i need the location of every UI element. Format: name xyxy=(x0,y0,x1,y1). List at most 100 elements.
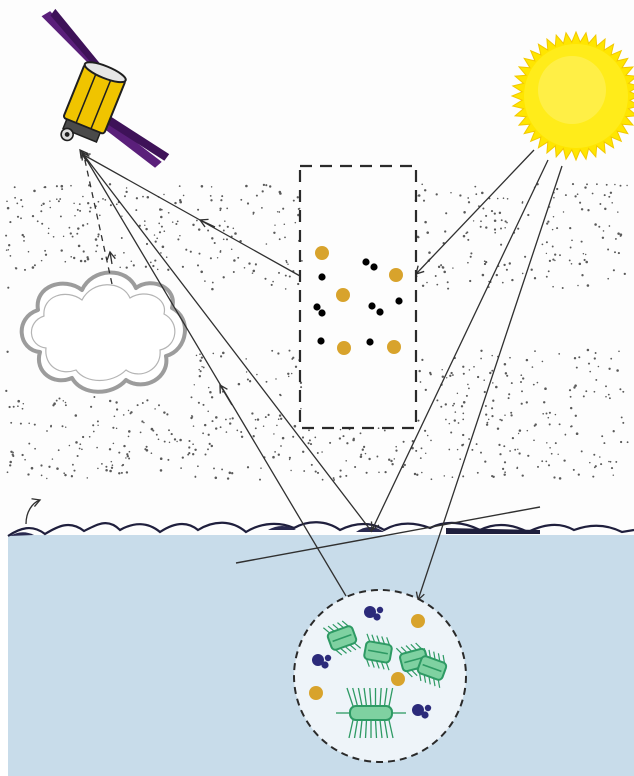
aerosol-dot xyxy=(426,231,429,234)
aerosol-dot xyxy=(180,467,182,469)
aerosol-dot xyxy=(609,397,611,399)
aerosol-dot xyxy=(563,459,565,461)
aerosol-dot xyxy=(260,467,262,469)
aerosol-dot xyxy=(146,399,148,401)
aerosol-dot xyxy=(194,384,195,385)
aerosol-dot xyxy=(475,193,477,195)
aerosol-dot xyxy=(620,441,622,443)
aerosol-dot xyxy=(219,209,221,211)
aerosol-dot xyxy=(428,251,431,254)
aerosol-dot xyxy=(469,369,471,371)
aerosol-dot xyxy=(233,271,235,273)
aerosol-dot xyxy=(90,406,92,408)
aerosol-dot xyxy=(70,256,72,258)
aerosol-dot xyxy=(45,254,47,256)
aerosol-dot xyxy=(569,259,571,261)
aerosol-dot xyxy=(155,240,157,242)
ocean-constituents-inset xyxy=(294,590,466,762)
aerosol-dot xyxy=(163,194,164,195)
aerosol-dot xyxy=(613,269,615,271)
aerosol-dot xyxy=(360,455,363,458)
aerosol-dot xyxy=(205,454,207,456)
aerosol-dot xyxy=(231,472,233,474)
aerosol-dot xyxy=(297,196,299,198)
aerosol-dot xyxy=(445,212,447,214)
aerosol-dot xyxy=(502,468,504,470)
aerosol-dot xyxy=(33,190,36,193)
aerosol-dot xyxy=(121,237,123,239)
aerosol-dot xyxy=(269,185,271,187)
aerosol-dot xyxy=(583,395,585,397)
aerosol-dot xyxy=(73,257,75,259)
aerosol-dot xyxy=(175,223,177,225)
aerosol-dot xyxy=(9,406,11,408)
aerosol-dot xyxy=(128,430,131,433)
aerosol-dot xyxy=(168,212,170,214)
aerosol-dot xyxy=(201,356,203,358)
aerosol-dot xyxy=(619,388,621,390)
aerosol-dot xyxy=(145,228,147,230)
aerosol-dot xyxy=(271,284,273,286)
aerosol-dot xyxy=(570,426,572,428)
aerosol-dot xyxy=(284,224,286,226)
aerosol-dot xyxy=(280,445,282,447)
aerosol-dot xyxy=(248,262,250,264)
aerosol-dot xyxy=(116,203,118,205)
aerosol-dot xyxy=(504,363,507,366)
aerosol-dot xyxy=(511,279,513,281)
aerosol-dot xyxy=(509,357,511,359)
aerosol-dot xyxy=(48,228,50,230)
aerosol-dot xyxy=(116,428,117,429)
aerosol-dot xyxy=(462,413,464,415)
aerosol-dot xyxy=(345,475,347,477)
aerosol-dot xyxy=(510,412,512,414)
aerosol-dot xyxy=(520,374,522,376)
aerosol-dot xyxy=(136,197,138,199)
aerosol-dot xyxy=(424,189,426,191)
aerosol-dot xyxy=(160,457,163,460)
aerosol-dot xyxy=(592,193,594,195)
aerosol-dot xyxy=(34,424,36,426)
aerosol-dot xyxy=(225,419,227,421)
aerosol-dot xyxy=(467,262,469,264)
aerosol-dot xyxy=(574,195,576,197)
aerosol-dot xyxy=(440,406,442,408)
aerosol-dot xyxy=(41,475,43,477)
aerosol-dot xyxy=(300,408,301,409)
aerosol-dot xyxy=(56,198,58,200)
aerosol-dot xyxy=(508,393,510,395)
aerosol-dot xyxy=(17,400,20,403)
aerosol-dot xyxy=(463,373,465,375)
aerosol-dot xyxy=(418,194,421,197)
aerosol-dot xyxy=(511,382,513,384)
aerosol-dot xyxy=(114,415,116,417)
aerosol-dot xyxy=(425,389,427,391)
aerosol-dot xyxy=(268,414,270,416)
aerosol-dot xyxy=(255,427,257,429)
aerosol-dot xyxy=(247,378,249,380)
aerosol-dot xyxy=(583,253,584,254)
aerosol-dot xyxy=(23,240,25,242)
aerosol-dot xyxy=(164,441,166,443)
aerosol-dot xyxy=(79,448,81,450)
aerosol-dot xyxy=(80,260,83,263)
aerosol-dot xyxy=(41,205,43,207)
aerosol-dot xyxy=(221,195,223,197)
aerosol-dot xyxy=(7,471,9,473)
aerosol-dot xyxy=(87,477,89,479)
aerosol-dot xyxy=(14,197,16,199)
aerosol-particle-large xyxy=(315,246,329,260)
aerosol-dot xyxy=(463,211,466,214)
aerosol-dot xyxy=(192,453,194,455)
aerosol-dot xyxy=(187,454,189,456)
aerosol-dot xyxy=(121,472,123,474)
aerosol-dot xyxy=(507,198,509,200)
aerosol-dot xyxy=(605,385,607,387)
aerosol-dot xyxy=(208,387,209,388)
aerosol-dot xyxy=(595,379,597,381)
aerosol-dot xyxy=(378,427,380,429)
aerosol-dot xyxy=(22,408,24,410)
aerosol-dot xyxy=(97,236,99,238)
aerosol-dot xyxy=(199,360,201,362)
aerosol-dot xyxy=(391,463,393,465)
